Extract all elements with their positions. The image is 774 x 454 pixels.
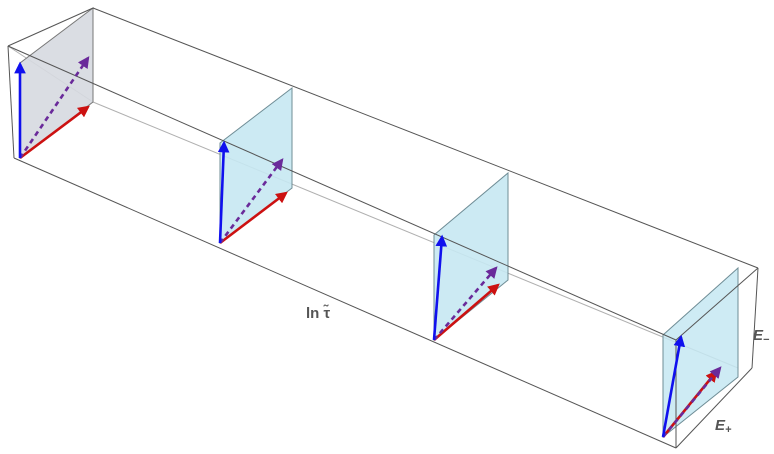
vectors-3 — [432, 234, 500, 341]
blue-arrow — [217, 140, 230, 244]
vectors-1 — [14, 56, 90, 160]
plane-4 — [662, 266, 739, 439]
axis-label-e-minus-sub: − — [763, 334, 770, 346]
blue-arrow — [432, 234, 448, 341]
blue-arrow — [661, 334, 686, 438]
axis-label-e-plus-main: E — [715, 417, 726, 434]
red-arrow — [219, 191, 288, 245]
axis-label-ln-tau: ln τ̃ — [306, 304, 330, 322]
red-arrow — [433, 283, 500, 341]
purple-dashed-arrow — [18, 56, 90, 159]
vectors-2 — [217, 140, 288, 245]
axis-label-e-plus: E+ — [715, 417, 732, 436]
plane-2 — [219, 86, 293, 245]
axis-label-e-minus-main: E — [753, 327, 764, 344]
plane-1 — [19, 6, 94, 160]
axis-label-e-minus: E− — [753, 327, 770, 346]
axis-label-e-plus-sub: + — [725, 424, 732, 436]
vectors-4 — [661, 334, 722, 438]
red-arrow — [19, 105, 90, 160]
box-back-edges — [7, 8, 739, 369]
purple-dashed-arrow — [433, 266, 498, 341]
box-front-edges — [7, 7, 759, 449]
plane-3 — [433, 171, 509, 342]
purple-dashed-arrow — [661, 366, 722, 438]
